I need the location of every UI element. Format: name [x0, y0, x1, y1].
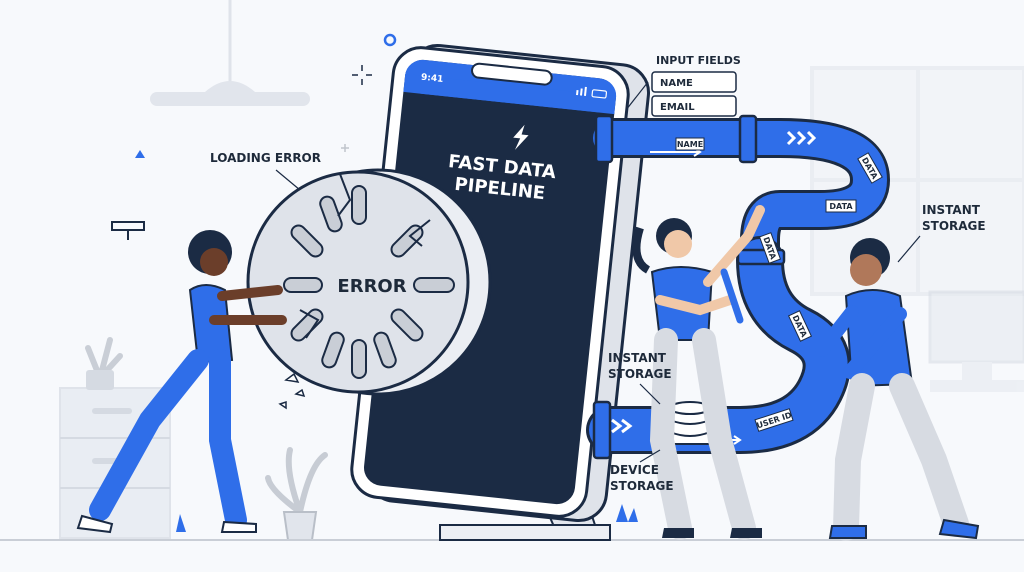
- input-fields-label: INPUT FIELDS: [656, 54, 741, 67]
- person-pushing-wheel: [76, 230, 287, 534]
- svg-text:STORAGE: STORAGE: [610, 479, 674, 493]
- phone-time: 9:41: [420, 73, 443, 85]
- input-fields-group: INPUT FIELDS NAME EMAIL: [625, 54, 741, 117]
- name-field: [651, 71, 737, 93]
- wrench-icon: [720, 268, 744, 324]
- svg-text:STORAGE: STORAGE: [608, 367, 672, 381]
- person-holding-pipe: [815, 238, 980, 541]
- plant-middle: [265, 447, 328, 541]
- svg-text:DEVICE: DEVICE: [610, 463, 659, 477]
- ceiling-lamp: [150, 0, 310, 106]
- pipe-tag-name: NAME: [675, 137, 705, 151]
- email-field-label: EMAIL: [660, 102, 695, 113]
- svg-text:INSTANT: INSTANT: [608, 351, 667, 365]
- plant-left: [85, 337, 123, 390]
- name-field-label: NAME: [660, 78, 693, 89]
- device-storage-label: DEVICE STORAGE: [610, 449, 674, 493]
- email-field: [651, 95, 737, 117]
- error-wheel: ERROR: [246, 168, 492, 410]
- svg-text:NAME: NAME: [677, 140, 703, 149]
- error-text: ERROR: [337, 276, 406, 297]
- pipe-tag-data-2: DATA: [825, 199, 857, 213]
- background-window: [810, 66, 1024, 296]
- instant-storage-right: INSTANT STORAGE: [897, 203, 986, 263]
- loading-error-label: LOADING ERROR: [210, 151, 321, 165]
- svg-text:DATA: DATA: [829, 202, 853, 211]
- background-monitor: [928, 290, 1024, 392]
- svg-text:STORAGE: STORAGE: [922, 219, 986, 233]
- person-with-wrench: [632, 205, 765, 540]
- signal-icon: [576, 86, 587, 97]
- battery-icon: [591, 89, 608, 99]
- lightning-icon: [513, 124, 529, 150]
- loading-error-group: LOADING ERROR: [210, 151, 321, 191]
- svg-text:INSTANT: INSTANT: [922, 203, 981, 217]
- instant-storage-middle: INSTANT STORAGE: [608, 351, 672, 405]
